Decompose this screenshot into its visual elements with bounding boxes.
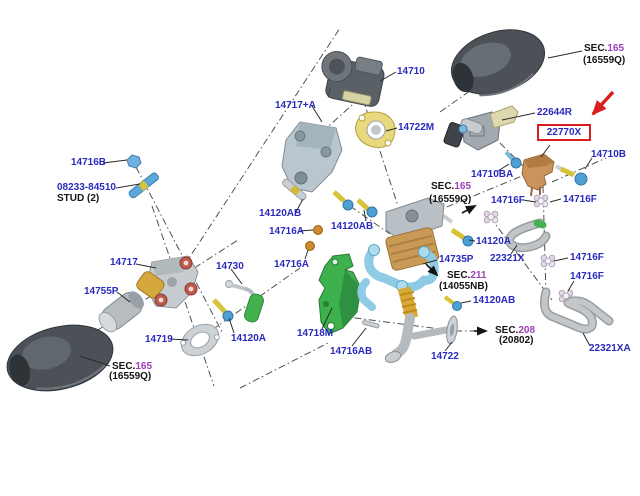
egr-valve-part (321, 51, 385, 107)
part-label-14722[interactable]: 14722 (431, 351, 459, 362)
screw-part-14716A-lower (305, 241, 315, 251)
part-label-14717[interactable]: 14717 (110, 257, 138, 268)
clip-part-14716F-2 (483, 210, 499, 224)
sec-ref-165-top-right[interactable]: SEC.165 (584, 43, 625, 54)
part-label-22321XA[interactable]: 22321XA (589, 343, 631, 354)
part-label-14716F-1[interactable]: 14716F (491, 195, 525, 206)
sec-ref-165-center-code[interactable]: (16559Q) (429, 194, 472, 205)
part-label-14710[interactable]: 14710 (397, 66, 425, 77)
part-label-14716A-2[interactable]: 14716A (274, 259, 310, 270)
cylinder-part-14755P (98, 291, 144, 333)
part-label-14730[interactable]: 14730 (216, 261, 244, 272)
part-label-14120A-left[interactable]: 14120A (231, 333, 267, 344)
sec-ref-165-bottom-left-code[interactable]: (16559Q) (109, 371, 152, 382)
part-label-14120A-right[interactable]: 14120A (476, 236, 512, 247)
sec-ref-165-top-right-code[interactable]: (16559Q) (583, 55, 626, 66)
egr-gasket-part-14722M (355, 111, 396, 149)
bolt-part-14710B (554, 164, 588, 186)
bolt-part-14120AB-2 (356, 198, 378, 218)
egr-cooler-assembly (357, 197, 454, 363)
clip-part-14716F-1 (533, 194, 549, 208)
bolt-part-14710BA (504, 150, 522, 169)
part-label-14716F-2[interactable]: 14716F (563, 194, 597, 205)
part-label-22644R[interactable]: 22644R (537, 107, 573, 118)
highlight-arrow (591, 90, 615, 116)
air-duct-housing-top-right (450, 29, 546, 97)
gasket-part-14719 (180, 323, 220, 357)
sec-ref-208[interactable]: SEC.208 (495, 325, 536, 336)
stud-part-14716AB (361, 319, 380, 329)
part-label-14755P[interactable]: 14755P (84, 286, 119, 297)
section-arrows (425, 205, 488, 336)
part-label-14120AB-3[interactable]: 14120AB (473, 295, 516, 306)
part-label-14719[interactable]: 14719 (145, 334, 173, 345)
sec-ref-211-code[interactable]: (14055NB) (439, 281, 488, 292)
part-label-14716A-1[interactable]: 14716A (269, 226, 305, 237)
sec-ref-165-bottom-left[interactable]: SEC.165 (112, 361, 153, 372)
stud-caption: STUD (2) (57, 193, 100, 204)
pipe-part-14722 (410, 315, 458, 345)
bolt-part-14120AB-1 (332, 190, 354, 211)
part-label-14735P[interactable]: 14735P (439, 254, 474, 265)
part-label-14722M[interactable]: 14722M (398, 122, 435, 133)
bolt-part-14120AB-3 (443, 295, 462, 311)
sensor-part-22770X (521, 153, 555, 197)
hose-part-22321XA (539, 287, 614, 334)
part-label-14120AB-2[interactable]: 14120AB (331, 221, 374, 232)
part-label-stud-number[interactable]: 08233-84510 (57, 182, 116, 193)
stud-part-08233 (128, 172, 159, 199)
outlet-fitting-part-14717 (136, 255, 199, 309)
part-label-14710BA[interactable]: 14710BA (471, 169, 514, 180)
bolt-part-14120A-left (212, 298, 234, 322)
highlight-box-22770X: 22770X (537, 124, 591, 141)
sec-ref-208-code[interactable]: (20802) (499, 335, 534, 346)
part-label-14718M[interactable]: 14718M (297, 328, 334, 339)
screw-part-14716A-upper (313, 225, 323, 235)
leader-lines (79, 50, 593, 367)
stud-part-14120AB (282, 178, 307, 201)
hose-part-22321X (505, 218, 551, 253)
nut-part-14716B (126, 154, 142, 169)
part-label-22321X[interactable]: 22321X (490, 253, 525, 264)
tube-part-14730 (225, 280, 264, 323)
part-label-14716F-3[interactable]: 14716F (570, 252, 604, 263)
sec-ref-211[interactable]: SEC.211 (447, 270, 487, 281)
part-label-14716F-4[interactable]: 14716F (570, 271, 604, 282)
part-label-14120AB-1[interactable]: 14120AB (259, 208, 302, 219)
clip-part-14716F-3 (540, 254, 556, 268)
part-label-22770X[interactable]: 22770X (546, 126, 582, 138)
sec-ref-165-center[interactable]: SEC.165 (431, 181, 472, 192)
part-label-14717A[interactable]: 14717+A (275, 100, 316, 111)
part-label-14716B[interactable]: 14716B (71, 157, 107, 168)
bracket-assembly-22644R (443, 105, 519, 151)
part-label-14716AB[interactable]: 14716AB (330, 346, 373, 357)
bolt-part-14120A-right (450, 227, 474, 247)
air-duct-housing-bottom-left (6, 324, 114, 392)
part-label-14710B[interactable]: 14710B (591, 149, 627, 160)
egr-bracket-part-14717A (281, 121, 343, 193)
